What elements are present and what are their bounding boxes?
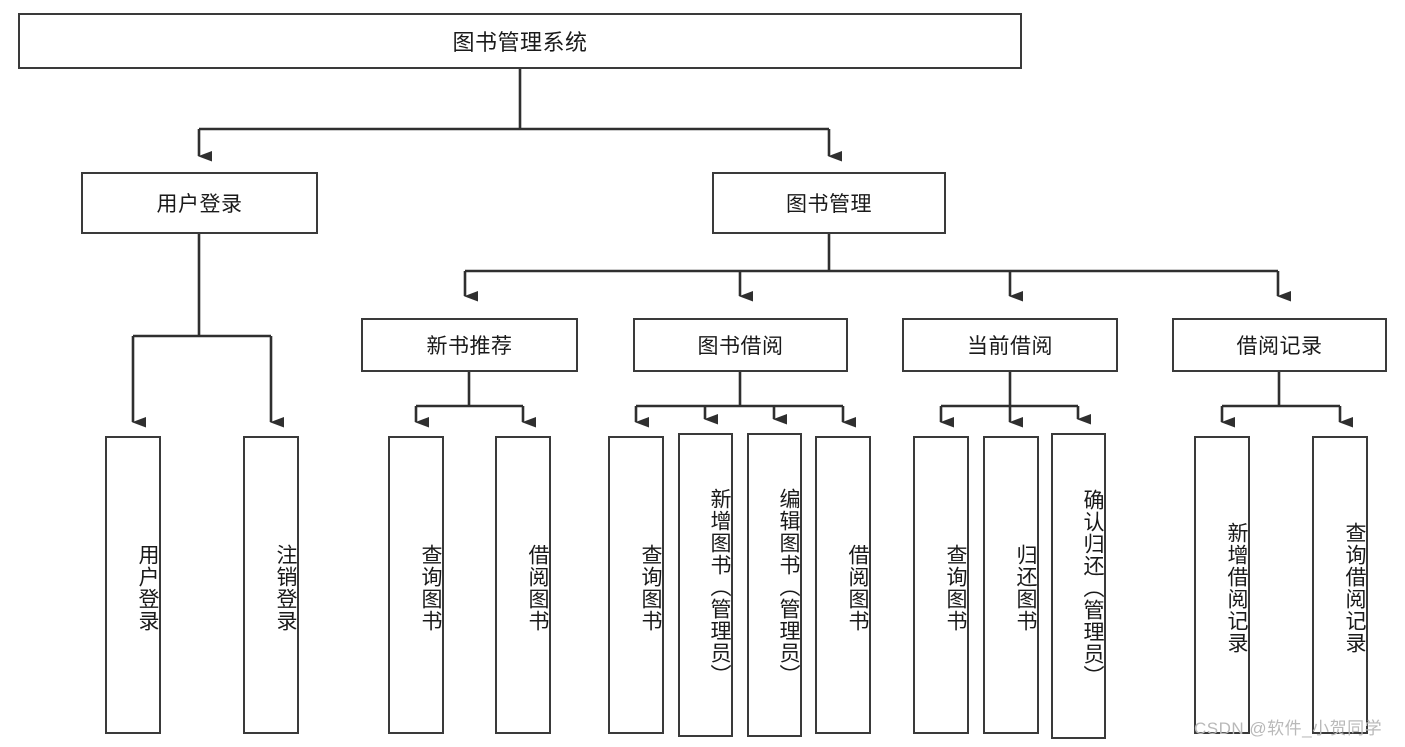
node-label: 确认归还（管理员） — [1081, 489, 1104, 687]
node-label: 查询图书 — [419, 544, 442, 632]
node-label: 借阅图书 — [846, 544, 869, 632]
node-current-borrow[interactable]: 当前借阅 — [902, 318, 1118, 372]
node-leaf-edit-book-admin[interactable]: 编辑图书（管理员） — [747, 433, 802, 737]
node-leaf-query-book-current[interactable]: 查询图书 — [913, 436, 969, 734]
node-label: 图书管理系统 — [452, 30, 588, 55]
node-leaf-borrow-book[interactable]: 借阅图书 — [815, 436, 871, 734]
node-label: 注销登录 — [274, 544, 297, 632]
csdn-watermark: CSDN @软件_小贺同学 — [1194, 719, 1383, 738]
node-leaf-borrow-book-recommend[interactable]: 借阅图书 — [495, 436, 551, 734]
node-label: 借阅图书 — [526, 544, 549, 632]
node-leaf-logout-login[interactable]: 注销登录 — [243, 436, 299, 734]
node-label: 用户登录 — [136, 544, 159, 632]
node-leaf-user-login[interactable]: 用户登录 — [105, 436, 161, 734]
node-borrow-record[interactable]: 借阅记录 — [1172, 318, 1387, 372]
node-leaf-query-book-borrow[interactable]: 查询图书 — [608, 436, 664, 734]
node-label: 新增图书（管理员） — [708, 488, 731, 686]
node-label: 用户登录 — [156, 193, 243, 216]
node-leaf-add-book-admin[interactable]: 新增图书（管理员） — [678, 433, 733, 737]
node-leaf-return-book[interactable]: 归还图书 — [983, 436, 1039, 734]
node-label: 当前借阅 — [967, 335, 1053, 358]
node-root-book-management-system[interactable]: 图书管理系统 — [18, 13, 1022, 69]
node-label: 借阅记录 — [1236, 335, 1323, 358]
node-leaf-query-borrow-record[interactable]: 查询借阅记录 — [1312, 436, 1368, 734]
node-label: 查询图书 — [944, 544, 967, 632]
node-label: 图书借阅 — [697, 335, 784, 358]
node-label: 新增借阅记录 — [1225, 522, 1248, 654]
node-book-borrow[interactable]: 图书借阅 — [633, 318, 848, 372]
node-label: 新书推荐 — [426, 335, 513, 358]
node-book-management[interactable]: 图书管理 — [712, 172, 946, 234]
node-label: 图书管理 — [786, 193, 872, 216]
node-label: 查询借阅记录 — [1343, 522, 1366, 654]
node-leaf-confirm-return-admin[interactable]: 确认归还（管理员） — [1051, 433, 1106, 739]
node-new-book-recommend[interactable]: 新书推荐 — [361, 318, 578, 372]
node-leaf-query-book-recommend[interactable]: 查询图书 — [388, 436, 444, 734]
node-label: 编辑图书（管理员） — [777, 488, 800, 686]
node-leaf-add-borrow-record[interactable]: 新增借阅记录 — [1194, 436, 1250, 734]
node-user-login[interactable]: 用户登录 — [81, 172, 318, 234]
node-label: 查询图书 — [639, 544, 662, 632]
node-label: 归还图书 — [1014, 544, 1037, 632]
